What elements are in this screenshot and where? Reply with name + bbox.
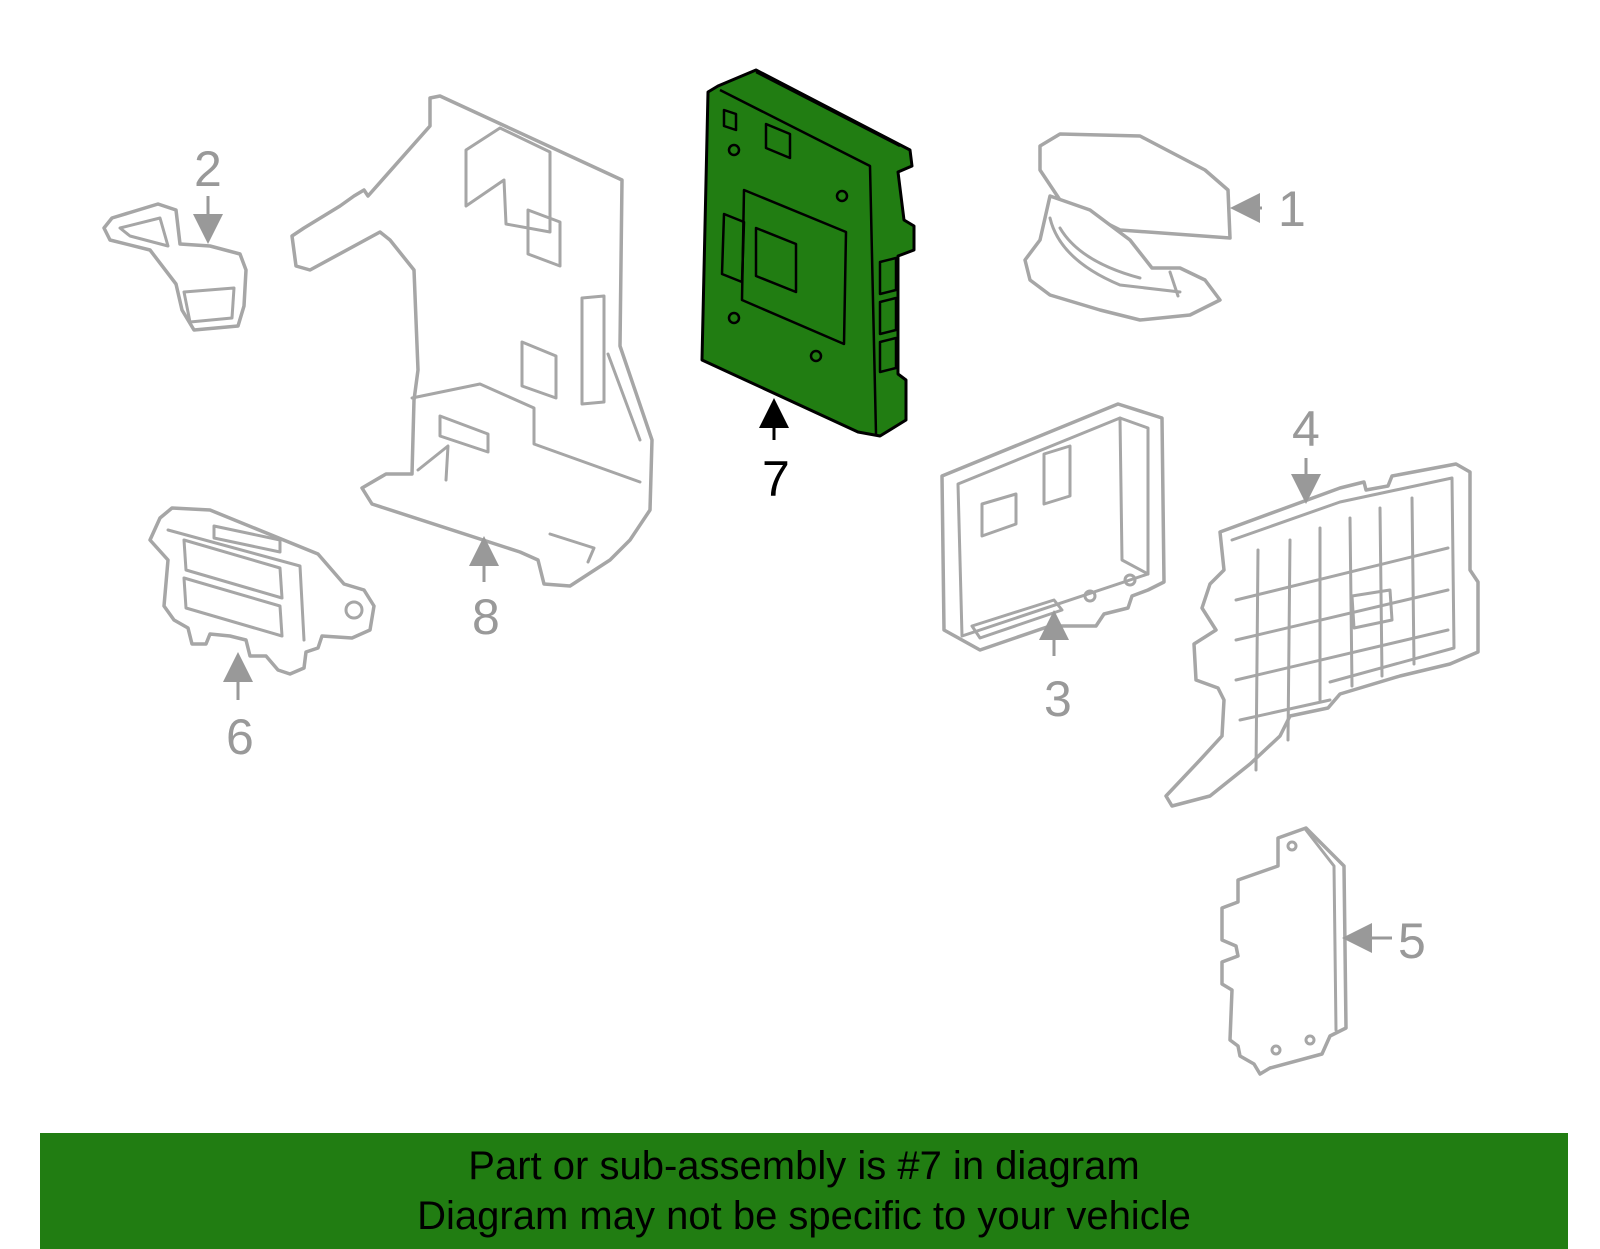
part-8-frame[interactable]	[290, 94, 654, 588]
part-1-cover[interactable]	[1023, 132, 1232, 322]
part-6-connector-block[interactable]	[148, 506, 376, 676]
callout-8: 8	[472, 589, 500, 645]
callout-2: 2	[194, 141, 222, 197]
banner-line-1: Part or sub-assembly is #7 in diagram	[468, 1144, 1140, 1188]
part-2-bracket[interactable]	[102, 202, 248, 332]
callout-5: 5	[1398, 913, 1426, 969]
callout-1: 1	[1278, 181, 1306, 237]
part-3-tray[interactable]	[940, 402, 1166, 652]
callout-7: 7	[762, 451, 790, 507]
part-7-control-module[interactable]	[700, 68, 916, 438]
banner-line-2: Diagram may not be specific to your vehi…	[417, 1194, 1191, 1238]
part-5-plate[interactable]	[1220, 826, 1348, 1076]
part-4-ribbed-panel[interactable]	[1164, 462, 1480, 808]
callout-3: 3	[1044, 671, 1072, 727]
info-banner: Part or sub-assembly is #7 in diagram Di…	[40, 1133, 1568, 1249]
callout-4: 4	[1292, 401, 1320, 457]
callout-6: 6	[226, 709, 254, 765]
